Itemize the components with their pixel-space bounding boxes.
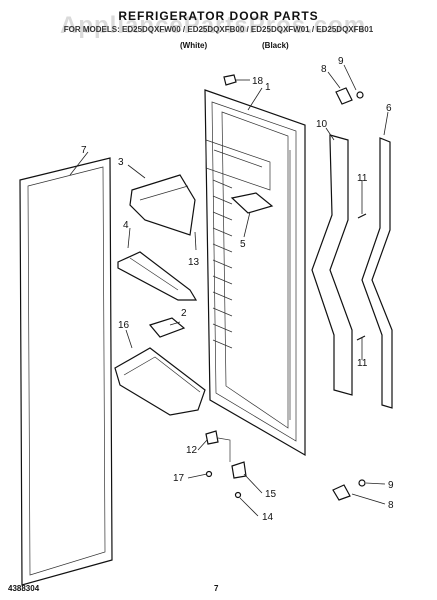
callout-7: 7 bbox=[81, 145, 87, 156]
callout-5: 5 bbox=[240, 239, 246, 250]
callout-17: 17 bbox=[173, 473, 185, 484]
document-number: 4388304 bbox=[8, 584, 40, 593]
callout-10: 10 bbox=[316, 119, 328, 130]
handle-6 bbox=[361, 137, 393, 409]
callout-4: 4 bbox=[123, 220, 129, 231]
watermark: AppliancePartsPros.com bbox=[60, 12, 367, 39]
door-gasket bbox=[19, 157, 113, 586]
callout-2: 2 bbox=[181, 308, 187, 319]
clip-2 bbox=[148, 317, 186, 338]
callout-11-lower: 11 bbox=[357, 358, 368, 369]
page-number: 7 bbox=[214, 584, 219, 593]
callout-11: 11 bbox=[357, 173, 368, 184]
hinge-cap-18 bbox=[223, 74, 237, 86]
callout-1: 1 bbox=[265, 82, 271, 93]
hinge-8-9-top bbox=[335, 87, 364, 105]
page-title: REFRIGERATOR DOOR PARTS bbox=[118, 9, 319, 23]
callout-14: 14 bbox=[262, 512, 274, 523]
callout-9: 9 bbox=[338, 56, 344, 67]
callout-9-lower: 9 bbox=[388, 480, 394, 491]
callout-13: 13 bbox=[188, 257, 200, 268]
screws-11 bbox=[356, 213, 367, 341]
bottom-hinge-hardware bbox=[205, 430, 247, 499]
callout-6: 6 bbox=[386, 103, 392, 114]
handle-trim-10 bbox=[311, 134, 353, 396]
door-bin-3 bbox=[129, 174, 196, 236]
hinge-8-9-bottom bbox=[332, 479, 366, 501]
callout-8: 8 bbox=[321, 64, 327, 75]
door-liner bbox=[204, 89, 306, 457]
model-list: FOR MODELS: ED25DQXFW00 / ED25DQXFB00 / … bbox=[63, 25, 374, 34]
variant-white-label: (White) bbox=[180, 41, 208, 50]
leader-lines bbox=[69, 64, 389, 517]
variant-black-label: (Black) bbox=[262, 41, 289, 50]
callout-16: 16 bbox=[118, 320, 130, 331]
callout-12: 12 bbox=[186, 445, 198, 456]
callout-18: 18 bbox=[252, 76, 264, 87]
callout-8-lower: 8 bbox=[388, 500, 394, 511]
callout-3: 3 bbox=[118, 157, 124, 168]
egg-tray-4 bbox=[117, 251, 198, 301]
callout-15: 15 bbox=[265, 489, 277, 500]
door-bin-5 bbox=[230, 192, 274, 214]
door-bin-16 bbox=[114, 347, 206, 416]
